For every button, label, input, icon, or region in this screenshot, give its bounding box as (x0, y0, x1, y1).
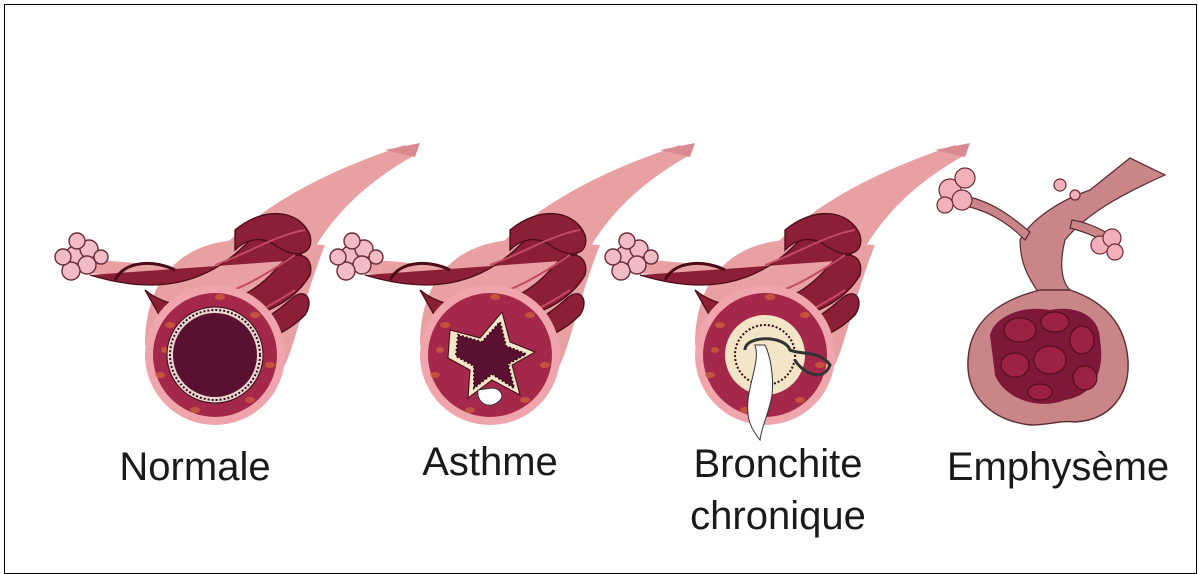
label-normale: Normale (95, 443, 295, 491)
label-bronchite-line1: Bronchite (668, 440, 888, 488)
label-bronchite-line2: chronique (668, 492, 888, 540)
label-asthme: Asthme (400, 438, 580, 486)
label-emphyseme: Emphysème (928, 443, 1188, 491)
normale-airway (55, 143, 420, 425)
emphyseme-alveolus (937, 158, 1165, 425)
asthme-airway (330, 143, 695, 425)
bronchite-airway (605, 143, 970, 440)
